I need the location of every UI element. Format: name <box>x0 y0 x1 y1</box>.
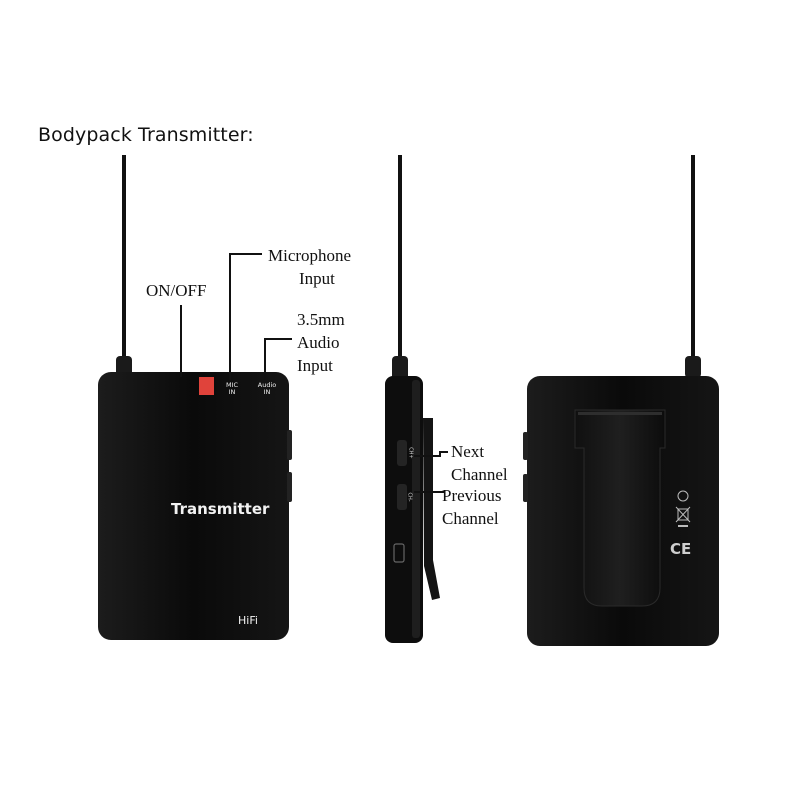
mic-in-line-2: IN <box>228 388 236 396</box>
next-channel-leader <box>414 451 448 457</box>
mic-input-leader <box>229 253 262 380</box>
next-channel-label: Next Channel <box>451 440 508 486</box>
ce-mark: CE <box>670 540 692 558</box>
audio-input-line-1: 3.5mm <box>297 310 345 329</box>
back-side-button-upper <box>523 432 528 460</box>
front-side-button-lower <box>287 472 292 502</box>
side-button-next <box>397 440 407 466</box>
next-channel-line-2: Channel <box>451 465 508 484</box>
front-callout-lines <box>180 253 292 380</box>
onoff-label: ON/OFF <box>146 281 207 300</box>
previous-channel-line-1: Previous <box>442 486 502 505</box>
audio-input-label: 3.5mm Audio Input <box>297 308 345 377</box>
microphone-input-label: Microphone Input <box>268 244 351 290</box>
weee-bin-icon <box>675 506 691 527</box>
mic-in-line-1: MIC <box>225 381 239 389</box>
back-transmitter <box>523 155 719 646</box>
audio-in-line-1: Audio <box>257 381 277 389</box>
ch-plus-label: CH+ <box>407 447 414 459</box>
belt-clip <box>574 409 666 607</box>
onoff-switch <box>199 377 214 395</box>
audio-in-port-label: Audio IN <box>254 382 280 396</box>
previous-channel-label: Previous Channel <box>442 484 502 530</box>
audio-input-leader <box>264 338 292 380</box>
back-side-button-lower <box>523 474 528 502</box>
next-channel-line-1: Next <box>451 442 485 461</box>
side-belt-clip <box>423 418 440 600</box>
belt-clip-top-highlight <box>578 412 662 415</box>
audio-in-line-2: IN <box>263 388 271 396</box>
front-body <box>98 372 289 640</box>
side-transmitter <box>385 155 440 643</box>
mic-in-port-label: MIC IN <box>222 382 242 396</box>
side-antenna-base <box>392 356 408 380</box>
recycle-mark <box>677 490 689 502</box>
hifi-badge: HiFi <box>238 614 258 627</box>
page-title: Bodypack Transmitter: <box>38 124 254 146</box>
front-transmitter <box>98 155 292 640</box>
side-body-edge <box>412 380 420 638</box>
side-callout-lines <box>414 451 448 493</box>
side-button-previous <box>397 484 407 510</box>
audio-input-line-2: Audio <box>297 333 340 352</box>
device-name: Transmitter <box>171 500 270 518</box>
audio-input-line-3: Input <box>297 356 333 375</box>
ch-minus-label: CH- <box>406 492 413 502</box>
front-side-button-upper <box>287 430 292 460</box>
previous-channel-line-2: Channel <box>442 509 499 528</box>
back-antenna-base <box>685 356 701 378</box>
microphone-input-line-1: Microphone <box>268 246 352 265</box>
microphone-input-line-2: Input <box>299 269 335 288</box>
usb-port <box>393 543 405 563</box>
